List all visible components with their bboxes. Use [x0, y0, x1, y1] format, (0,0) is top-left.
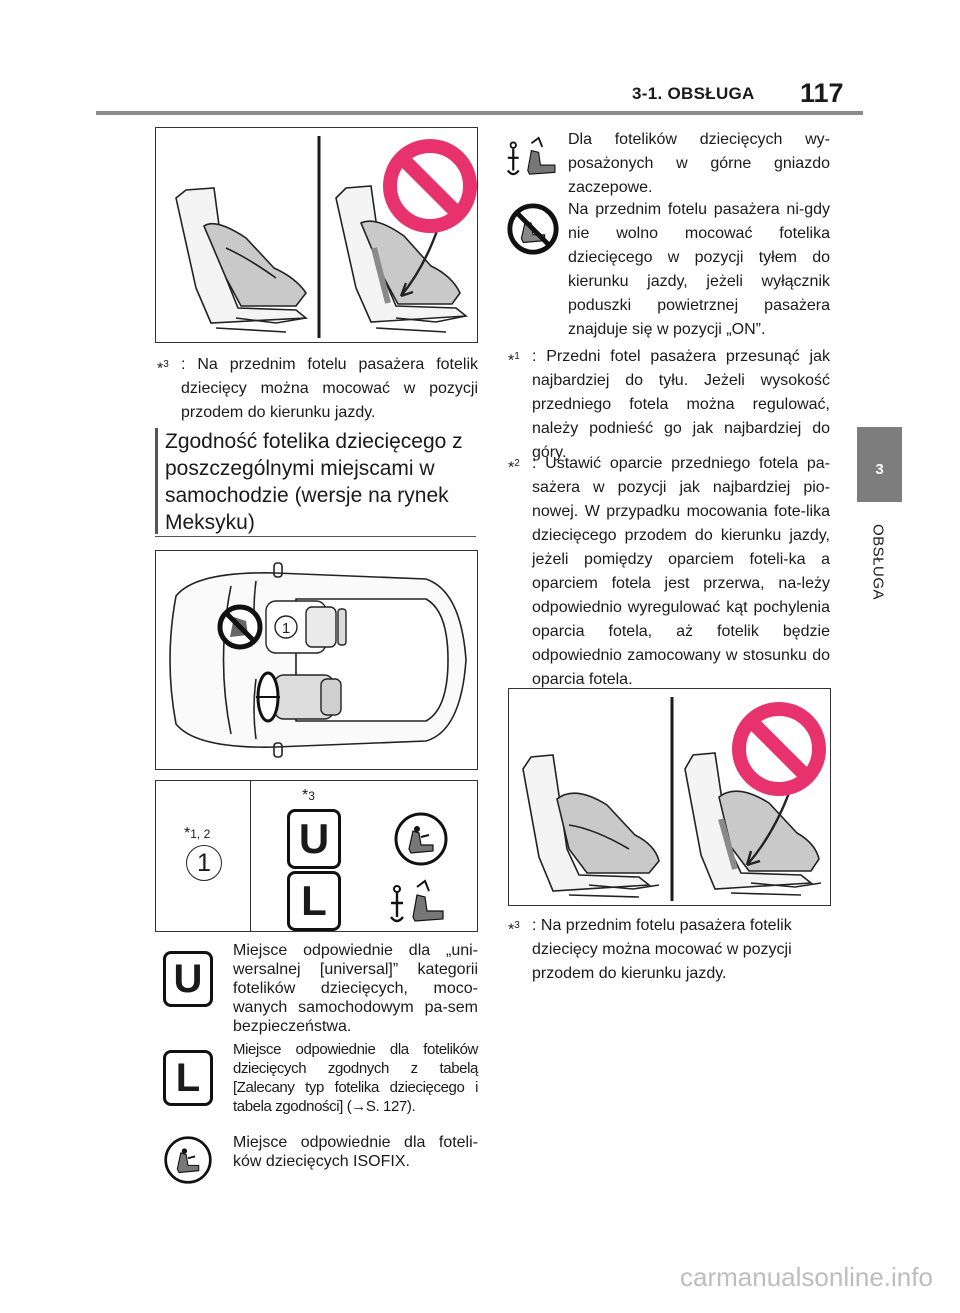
- prohibited-seat-icon: [506, 202, 560, 261]
- legend-text: Miejsce odpowiednie dla fotelików dzieci…: [233, 1041, 478, 1115]
- footnote-text: : Na przednim fotelu pasażera fotelik dz…: [181, 356, 478, 421]
- footnote-2: *2 : Ustawić oparcie przedniego fotela p…: [508, 452, 830, 692]
- heading-rule: [155, 536, 476, 537]
- universal-u-icon: U: [287, 809, 341, 869]
- heading-bar: [155, 428, 158, 534]
- isofix-seat-icon: [393, 811, 449, 872]
- footnote-mark: *: [508, 921, 515, 939]
- car-seat-icon: [522, 754, 660, 898]
- footnote-number: 1: [514, 351, 520, 362]
- legend-universal: U Miejsce odpowiednie dla „uni-wersalnej…: [155, 941, 478, 1037]
- chapter-label-text: OBSŁUGA: [869, 523, 887, 601]
- footnote-number: 2: [514, 458, 520, 469]
- compatibility-table: *1, 2 1 *3 U L: [155, 780, 478, 932]
- table-divider: [250, 781, 251, 931]
- car-seat-icon: [175, 187, 309, 333]
- prohibited-item: Na przednim fotelu pasażera ni-gdy nie w…: [506, 198, 830, 338]
- heading-title: Zgodność fotelika dziecięcego z poszczeg…: [165, 430, 463, 534]
- footnote-number: 3: [514, 920, 520, 931]
- footnote-3-bottom: *3 : Na przednim fotelu pasażera fotelik…: [508, 914, 830, 986]
- prohibited-icon: [383, 139, 477, 233]
- table-right-header: *3: [302, 787, 315, 805]
- table-left-header: *1, 2: [184, 825, 210, 843]
- legend-text: Miejsce odpowiednie dla „uni-wersalnej […: [233, 942, 478, 1035]
- recommended-l-icon: L: [287, 871, 341, 931]
- footnote-number: 3: [163, 359, 169, 370]
- footnote-text: : Na przednim fotelu pasażera fotelik dz…: [532, 917, 792, 982]
- top-tether-item: Dla fotelików dziecięcych wy-posażonych …: [506, 128, 830, 204]
- seat-number-circle: 1: [186, 845, 222, 881]
- car-seat-icon: [684, 752, 822, 896]
- footnote-3-top: *3 : Na przednim fotelu pasażera fotelik…: [157, 353, 478, 425]
- car-top-view-diagram: 1: [155, 550, 478, 770]
- prohibited-rear-facing-icon: [217, 604, 263, 650]
- legend-text: Miejsce odpowiednie dla foteli-ków dziec…: [233, 1134, 478, 1170]
- car-seat-icon: [335, 185, 469, 333]
- table-left-sup: 1, 2: [190, 827, 211, 841]
- legend-recommended: L Miejsce odpowiednie dla fotelików dzie…: [155, 1040, 478, 1130]
- table-right-mark: *: [302, 787, 309, 804]
- section-heading: Zgodność fotelika dziecięcego z poszczeg…: [155, 428, 476, 537]
- recommended-l-icon: L: [163, 1050, 213, 1106]
- universal-u-icon: U: [163, 951, 213, 1007]
- top-tether-seat-icon: [389, 873, 453, 934]
- page-number: 117: [800, 78, 844, 108]
- prohibited-text: Na przednim fotelu pasażera ni-gdy nie w…: [568, 201, 830, 338]
- watermark: carmanualsonline.info: [680, 1262, 933, 1292]
- seat-number: 1: [282, 620, 290, 637]
- top-tether-text: Dla fotelików dziecięcych wy-posażonych …: [568, 131, 830, 196]
- seat-number-badge: 1: [274, 615, 298, 639]
- table-left-mark: *: [184, 825, 191, 842]
- chapter-number: 3: [875, 461, 884, 478]
- table-right-sup: 3: [308, 789, 315, 803]
- section-title: 3-1. OBSŁUGA: [632, 84, 755, 103]
- footnote-mark: *: [157, 360, 164, 378]
- prohibited-icon: [732, 702, 826, 796]
- chapter-label: OBSŁUGA: [858, 512, 898, 612]
- driver-seat: [256, 671, 342, 723]
- footnote-1: *1 : Przedni fotel pasażera przesunąć ja…: [508, 345, 830, 465]
- footnote-text: : Ustawić oparcie przedniego fotela pa-s…: [532, 455, 830, 688]
- header-rule: [96, 111, 863, 115]
- top-tether-seat-icon: [506, 130, 564, 187]
- legend-isofix: Miejsce odpowiednie dla foteli-ków dziec…: [155, 1133, 478, 1193]
- chapter-tab: 3: [857, 427, 902, 502]
- forward-facing-seat-illustration: [155, 127, 478, 343]
- isofix-seat-icon: [163, 1135, 213, 1190]
- forward-facing-seat-illustration-bottom: [508, 688, 831, 906]
- footnote-mark: *: [508, 352, 515, 370]
- footnote-mark: *: [508, 459, 515, 477]
- footnote-text: : Przedni fotel pasażera przesunąć jak n…: [532, 348, 830, 461]
